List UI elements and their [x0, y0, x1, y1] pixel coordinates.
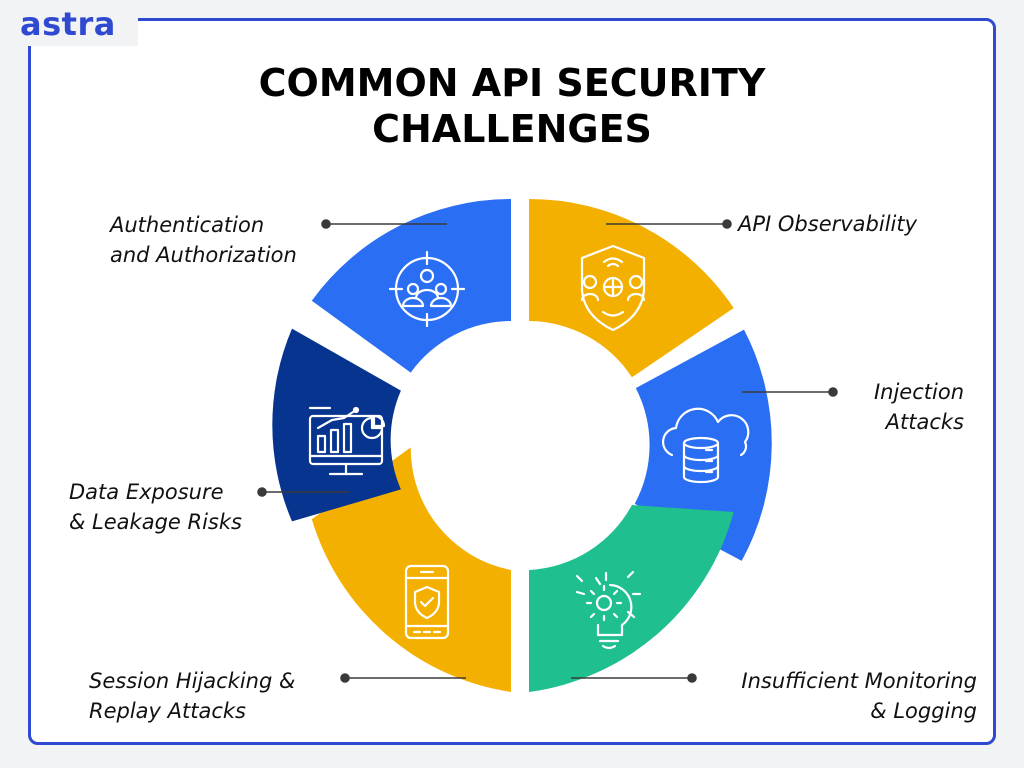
title-line-2: CHALLENGES [372, 107, 652, 151]
cloud-database-icon [662, 407, 750, 484]
label-observability: API Observability [738, 212, 918, 236]
segment-observability [529, 198, 734, 378]
connector-dot-observability [722, 219, 732, 229]
label-injection: Injection Attacks [873, 380, 964, 434]
shield-network-icon [580, 244, 646, 332]
title-line-1: COMMON API SECURITY [258, 61, 766, 105]
segment-auth [311, 199, 511, 373]
connector-dot-monitoring [687, 673, 697, 683]
segment-monitoring [529, 505, 734, 692]
users-target-icon [388, 250, 466, 328]
segment-injection [634, 329, 772, 561]
connector-dot-injection [828, 387, 838, 397]
phone-shield-icon [404, 564, 450, 640]
astra-logo: astra [10, 2, 138, 46]
page-title: COMMON API SECURITY CHALLENGES [0, 60, 1024, 152]
lightbulb-gear-icon [575, 570, 642, 650]
monitor-analytics-icon [308, 406, 386, 476]
label-session: Session Hijacking & Replay Attacks [89, 669, 296, 723]
label-auth: Authentication and Authorization [110, 213, 297, 267]
infographic-frame [28, 18, 996, 745]
connector-dot-auth [321, 219, 331, 229]
connector-dot-data [257, 487, 267, 497]
label-data: Data Exposure & Leakage Risks [69, 480, 242, 534]
label-monitoring: Insufficient Monitoring & Logging [741, 669, 977, 723]
segment-data [272, 328, 401, 522]
segment-session [311, 447, 511, 692]
connector-dot-session [340, 673, 350, 683]
